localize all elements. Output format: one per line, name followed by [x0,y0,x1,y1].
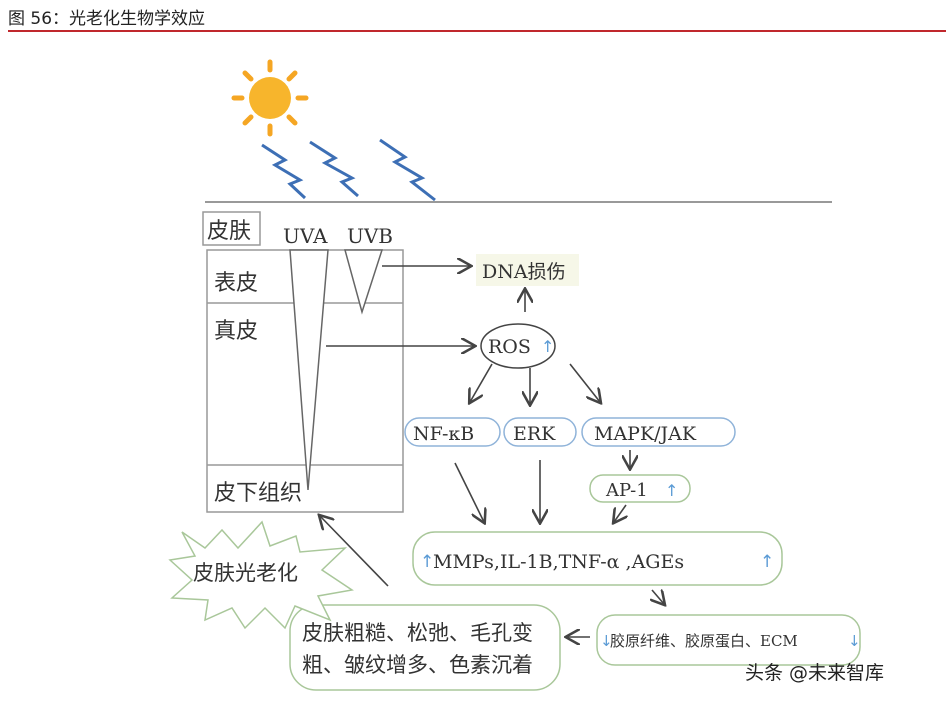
figure-title: 图 56：光老化生物学效应 [8,9,206,29]
symptoms-line-2: 粗、皱纹增多、色素沉着 [302,653,533,677]
collagen-down-arrow-left: ↓ [600,632,613,650]
pathway-mapk-jak: MAPK/JAK [594,423,697,445]
collagen-box [596,614,861,666]
skin-label: 皮肤 [207,219,251,244]
ros-label: ROS [488,336,531,358]
ros-up-arrow: ↑ [541,337,554,356]
uva-penetration-wedge [289,249,329,491]
ap1-up-arrow: ↑ [665,481,678,500]
ros-node [480,323,556,369]
dna-damage-box [476,254,579,286]
photoaging-starburst [168,520,354,630]
layer-hypodermis: 皮下组织 [214,481,302,506]
uvb-penetration-wedge [344,249,384,315]
mediators-box [412,531,783,586]
mediators-up-arrow-right: ↑ [760,552,774,572]
mediators-label: MMPs,IL-1B,TNF-α ,AGEs [433,551,684,573]
collagen-label: 胶原纤维、胶原蛋白、ECM [610,632,798,650]
uva-label: UVA [283,224,328,248]
dna-damage-label: DNA损伤 [482,261,566,283]
ap1-label: AP-1 [605,480,648,501]
ap1-node [589,474,691,503]
watermark: 头条 @未来智库 [745,662,885,684]
pathway-nfkb: NF-κB [413,423,474,445]
symptoms-box [289,604,561,691]
pathway-nodes [404,417,736,447]
layer-epidermis: 表皮 [214,271,258,296]
collagen-down-arrow-right: ↓ [848,632,861,650]
title-divider [8,30,946,32]
photoaging-label: 皮肤光老化 [193,561,298,585]
pathway-erk: ERK [513,423,556,445]
skin-label-box [202,211,261,246]
uvb-label: UVB [347,224,393,248]
uv-rays-icon [261,138,436,202]
flow-arrows [320,266,664,637]
symptoms-line-1: 皮肤粗糙、松弛、毛孔变 [302,621,533,645]
sun-icon [231,59,309,137]
mediators-up-arrow-left: ↑ [420,552,434,572]
layer-dermis: 真皮 [214,319,258,344]
